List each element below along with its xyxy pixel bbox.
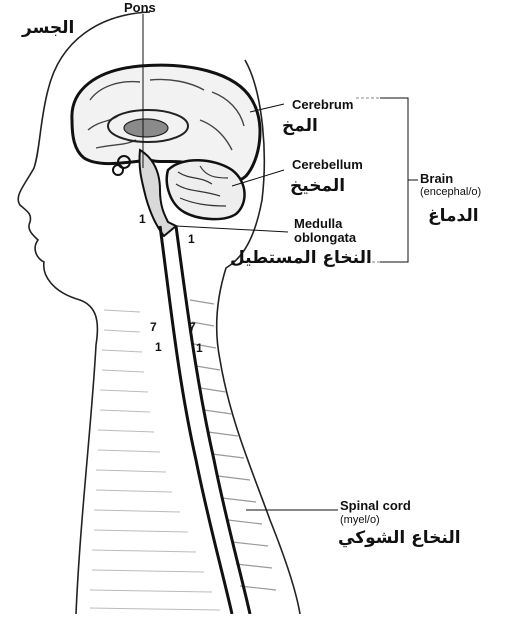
cerebrum-label: Cerebrum	[292, 97, 353, 112]
cerebrum-arabic-label: المخ	[282, 116, 318, 136]
spinal-cord-label: Spinal cord	[340, 498, 411, 513]
cerebellum-label: Cerebellum	[292, 157, 363, 172]
brain-root-label: (encephal/o)	[420, 186, 481, 198]
marker-one: 1	[155, 340, 162, 354]
medulla-arabic-label: النخاع المستطيل	[230, 248, 372, 268]
body-shading	[90, 310, 220, 610]
brain-bracket	[380, 98, 408, 262]
lateral-ventricle	[124, 119, 168, 137]
brain-arabic-label: الدماغ	[428, 206, 479, 226]
marker-seven: 7	[150, 320, 157, 334]
marker-one: 1	[188, 232, 195, 246]
medulla-label-line2: oblongata	[294, 230, 356, 245]
pons-arabic-label: الجسر	[22, 18, 74, 38]
medulla-label-line1: Medulla	[294, 216, 342, 231]
spinal-cord-arabic-label: النخاع الشوكي	[338, 528, 461, 548]
cerebellum-arabic-label: المخيخ	[290, 176, 345, 196]
marker-one: 1	[139, 212, 146, 226]
pons-label: Pons	[124, 0, 156, 15]
spinal-root-label: (myel/o)	[340, 514, 380, 526]
marker-seven: 7	[189, 320, 196, 334]
brain-label: Brain	[420, 171, 453, 186]
marker-one: 1	[196, 341, 203, 355]
